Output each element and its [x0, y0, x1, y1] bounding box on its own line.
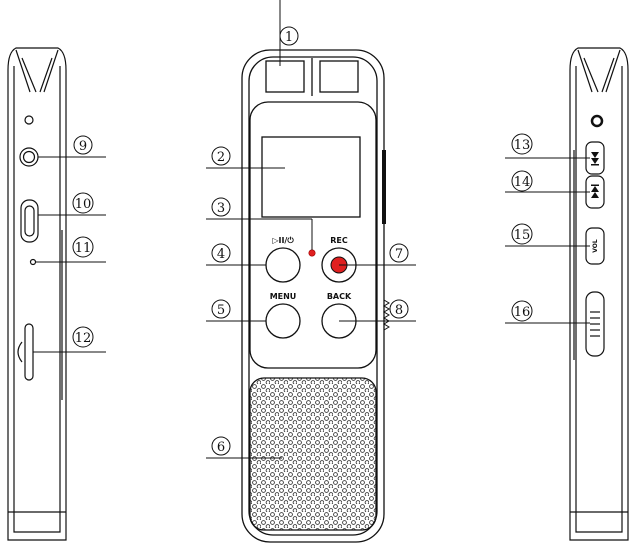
front-side-wheel: [383, 299, 390, 331]
right-side-hole: [590, 114, 604, 128]
rec-button-label: REC: [330, 236, 348, 245]
left-side-clip: [15, 49, 59, 93]
mic-icon-small: [24, 115, 34, 125]
sd-card-slot-outline: [17, 341, 23, 363]
svg-text:12: 12: [75, 331, 92, 346]
callout-number: 16: [511, 300, 533, 322]
svg-text:2: 2: [217, 150, 225, 165]
svg-text:13: 13: [514, 138, 531, 153]
usb-port-inner: [24, 205, 35, 237]
callout-number: 10: [72, 192, 94, 214]
callout-number: 12: [72, 326, 94, 348]
recording-led: [308, 249, 316, 257]
svg-text:3: 3: [217, 201, 225, 216]
headphone-jack-inner: [22, 150, 36, 164]
svg-text:15: 15: [514, 228, 531, 243]
callout-number: 11: [72, 236, 94, 258]
callout-number: 6: [211, 436, 231, 456]
speaker-grille: [249, 377, 377, 531]
front-view: [241, 49, 390, 543]
svg-text:7: 7: [395, 247, 403, 262]
reset-hole: [29, 258, 37, 266]
back-button-label: BACK: [327, 292, 352, 301]
play-power-button[interactable]: [265, 247, 301, 283]
lcd-screen: [261, 136, 361, 218]
left-side-view: [7, 47, 67, 541]
callout-number: 3: [211, 197, 231, 217]
callout-number: 8: [389, 299, 409, 319]
callout-number: 13: [511, 133, 533, 155]
callout-leaders: [33, 0, 590, 459]
callout-number: 4: [211, 243, 231, 263]
svg-text:11: 11: [75, 241, 92, 256]
dual-microphone-right: [319, 60, 359, 93]
svg-text:9: 9: [79, 139, 87, 154]
usb-port: [20, 199, 39, 243]
callout-number: 7: [389, 243, 409, 263]
svg-text:16: 16: [514, 305, 531, 320]
menu-button[interactable]: [265, 303, 301, 339]
svg-text:1: 1: [285, 30, 293, 45]
callout-number: 2: [211, 146, 231, 166]
callout-number: 14: [511, 170, 533, 192]
callout-number: 15: [511, 223, 533, 245]
svg-text:4: 4: [217, 247, 225, 262]
svg-text:10: 10: [75, 197, 92, 212]
left-side-inner-edge: [13, 66, 61, 533]
menu-button-label: MENU: [270, 292, 297, 301]
next-track-icon: [591, 152, 599, 166]
sd-card-slot: [24, 323, 34, 381]
right-side-clip: [577, 49, 621, 93]
callout-number: 1: [279, 26, 299, 46]
callout-number: 9: [73, 135, 93, 155]
svg-text:5: 5: [217, 303, 225, 318]
svg-text:14: 14: [514, 175, 531, 190]
volume-button-label: VOL: [592, 239, 599, 253]
callout-number: 5: [211, 299, 231, 319]
device-body-inner: [248, 56, 378, 536]
right-side-view: [569, 47, 629, 541]
device-body: [241, 49, 385, 543]
front-side-rail: [382, 150, 386, 224]
left-side-body: [7, 47, 67, 541]
headphone-jack: [19, 147, 39, 167]
hold-switch[interactable]: [585, 291, 605, 357]
control-panel: [249, 101, 377, 369]
right-side-inner-edge: [575, 66, 623, 533]
play-button-label: ▷II/⏻: [272, 236, 294, 245]
dual-microphone-left: [265, 60, 305, 93]
svg-text:6: 6: [217, 440, 225, 455]
prev-track-icon: [591, 184, 599, 198]
right-side-body: [569, 47, 629, 541]
svg-text:8: 8: [395, 303, 403, 318]
